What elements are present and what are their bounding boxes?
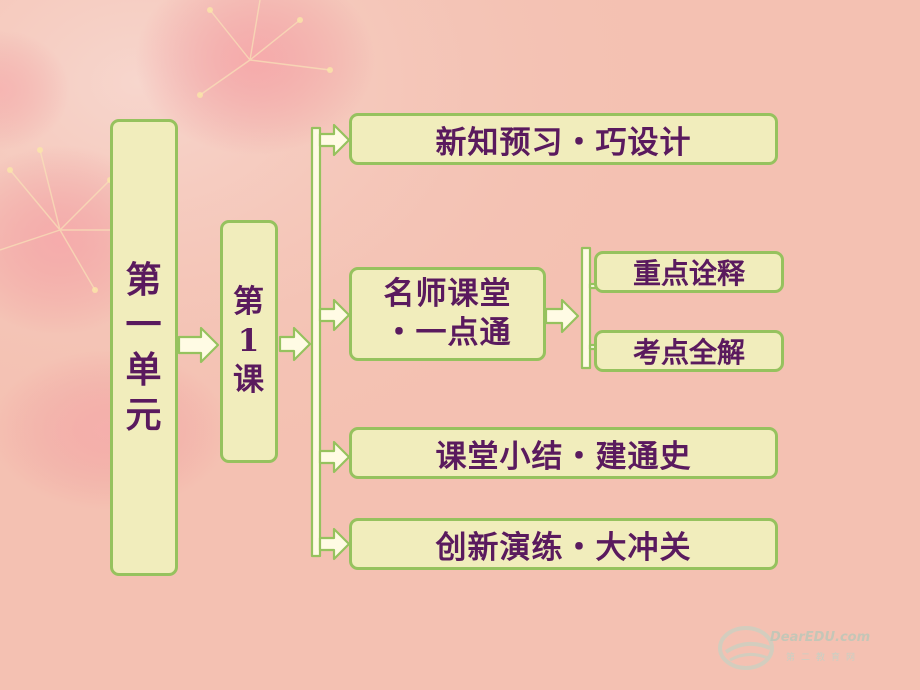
watermark-sub: 第二教育网 (786, 653, 862, 663)
section-label: 创新演练・大冲关 (435, 529, 692, 566)
section-label: 课堂小结・建通史 (435, 438, 692, 475)
unit-box: 第 一 单 元 (110, 119, 178, 576)
lesson-line: 1 (237, 323, 261, 360)
lesson-line: 第 (233, 284, 265, 321)
subsection-label: 考点全解 (632, 336, 745, 369)
section-line: ・一点通 (383, 315, 512, 351)
section-box-preview: 新知预习・巧设计 (349, 113, 778, 165)
subsection-box-exam-points: 考点全解 (594, 330, 784, 372)
lesson-line: 课 (233, 361, 265, 398)
watermark-brand: DearEDU.com (770, 630, 871, 645)
lesson-box: 第 1 课 (220, 220, 278, 463)
subsection-label: 重点诠释 (632, 257, 745, 290)
section-label: 新知预习・巧设计 (435, 124, 692, 161)
subsection-box-key-points: 重点诠释 (594, 251, 784, 293)
unit-char: 一 (125, 303, 163, 346)
section-box-summary: 课堂小结・建通史 (349, 427, 778, 479)
unit-char: 第 (125, 258, 163, 301)
section-box-teacher: 名师课堂 ・一点通 (349, 267, 546, 361)
section-box-practice: 创新演练・大冲关 (349, 518, 778, 570)
watermark-logo-icon (718, 626, 774, 670)
section-line: 名师课堂 (383, 276, 512, 313)
unit-char: 单 (125, 348, 163, 391)
unit-char: 元 (125, 393, 163, 436)
